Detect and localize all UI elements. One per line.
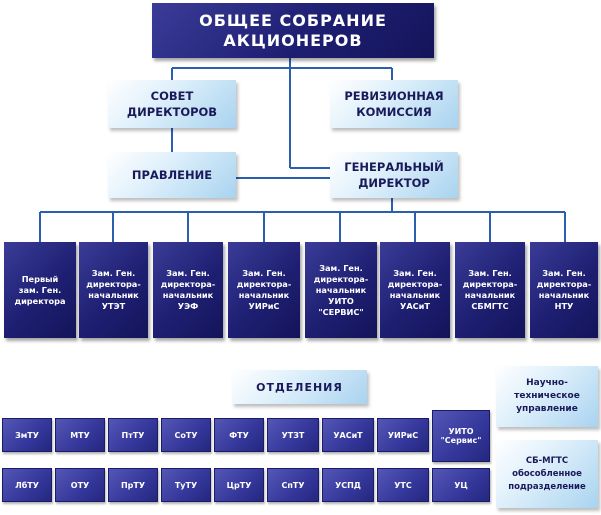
shareholders-meeting-box: ОБЩЕЕ СОБРАНИЕ АКЦИОНЕРОВ [152, 3, 434, 58]
sb-mgts-box: СБ-МГТС обособленное подразделение [496, 440, 598, 508]
department-box: УИТО "Сервис" [432, 410, 490, 462]
management-board-box: ПРАВЛЕНИЕ [108, 152, 236, 198]
deputy-box: Первый зам. Ген. директора [4, 242, 76, 338]
department-box: УТС [377, 468, 429, 502]
deputy-box: Зам. Ген. директора- начальник УИТО "СЕР… [305, 242, 377, 338]
department-box: СпТУ [267, 468, 319, 502]
department-box: ОТУ [55, 468, 105, 502]
departments-label: ОТДЕЛЕНИЯ [232, 370, 367, 404]
department-box: ФТУ [214, 418, 264, 452]
department-box: ЛбТУ [2, 468, 52, 502]
deputy-box: Зам. Ген. директора- начальник СБМГТС [455, 242, 525, 338]
department-box: УТЗТ [267, 418, 319, 452]
audit-commission-box: РЕВИЗИОННАЯ КОМИССИЯ [330, 80, 458, 128]
department-box: ЗмТУ [2, 418, 52, 452]
department-box: ЦрТУ [214, 468, 264, 502]
general-director-box: ГЕНЕРАЛЬНЫЙ ДИРЕКТОР [330, 152, 458, 198]
department-box: МТУ [55, 418, 105, 452]
department-box: СоТУ [161, 418, 211, 452]
department-box: ПтТУ [108, 418, 158, 452]
deputy-box: Зам. Ген. директора- начальник УТЭТ [79, 242, 148, 338]
deputy-box: Зам. Ген. директора- начальник НТУ [530, 242, 598, 338]
department-box: ПрТУ [108, 468, 158, 502]
deputy-box: Зам. Ген. директора- начальник УИРиС [228, 242, 300, 338]
science-technical-unit-box: Научно- техническое управление [496, 366, 598, 427]
deputy-box: Зам. Ген. директора- начальник УЭФ [153, 242, 223, 338]
board-of-directors-box: СОВЕТ ДИРЕКТОРОВ [108, 80, 236, 128]
department-box: УАСиТ [322, 418, 374, 452]
deputy-box: Зам. Ген. директора- начальник УАСиТ [380, 242, 450, 338]
department-box: УЦ [432, 468, 490, 502]
department-box: УСПД [322, 468, 374, 502]
department-box: УИРиС [377, 418, 429, 452]
department-box: ТуТУ [161, 468, 211, 502]
